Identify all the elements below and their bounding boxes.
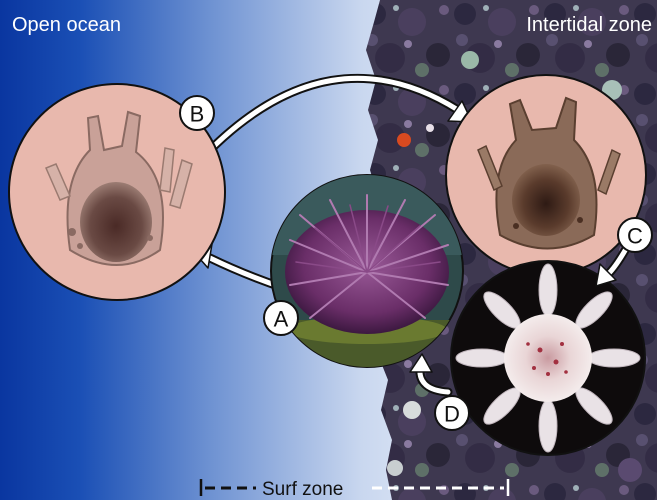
stage-letter-d: D — [444, 402, 460, 427]
surf-zone-label: Surf zone — [262, 479, 343, 500]
settling-larva — [446, 75, 646, 275]
stage-badge-b: B — [180, 96, 214, 130]
stage-badge-c: C — [618, 218, 652, 252]
stage-letter-c: C — [627, 224, 643, 249]
stage-badge-d: D — [435, 396, 469, 430]
stage-letter-b: B — [190, 102, 205, 127]
juvenile-urchin — [451, 261, 645, 455]
stage-letter-a: A — [274, 307, 289, 332]
intertidal-zone-label: Intertidal zone — [526, 14, 652, 36]
adult-urchin-stage-a — [271, 175, 463, 370]
open-ocean-label: Open ocean — [12, 14, 121, 36]
stage-badge-a: A — [264, 301, 298, 335]
